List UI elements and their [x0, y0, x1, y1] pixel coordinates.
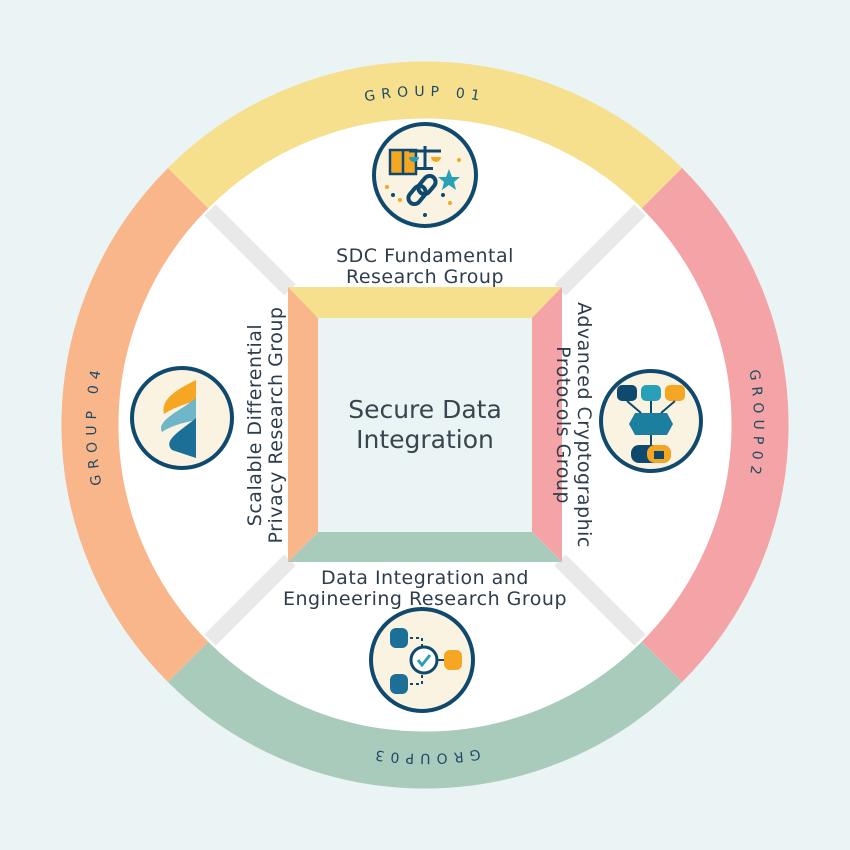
database-integration-icon	[369, 607, 475, 713]
group-03-name-line2: Engineering Research Group	[283, 588, 567, 610]
center-title-line1: Secure Data	[348, 395, 502, 424]
group-02-name-line1: Advanced Cryptographic	[573, 302, 595, 548]
ring-label-group-03: GROUP03	[369, 746, 482, 767]
group-02-name-line2: Protocols Group	[552, 346, 574, 504]
group-03-name-line1: Data Integration and	[321, 567, 529, 589]
privacy-logo-icon	[130, 366, 234, 470]
group-01-name-line2: Research Group	[346, 266, 504, 288]
group-04-name-line2: Privacy Research Group	[265, 307, 287, 544]
center-frame	[288, 287, 562, 562]
group-04-name-line1: Scalable Differential	[244, 324, 266, 526]
scales-book-chain-icon	[372, 122, 478, 228]
ring-label-group-04: GROUP 04	[84, 363, 105, 487]
group-01-name-line1: SDC Fundamental	[336, 245, 514, 267]
center-title-line2: Integration	[356, 425, 494, 454]
diagonal-dividers	[204, 204, 646, 646]
ring-label-group-02: GROUP02	[746, 369, 767, 482]
ring-label-group-01: GROUP 01	[363, 84, 487, 105]
encrypted-data-merge-icon	[599, 369, 703, 473]
